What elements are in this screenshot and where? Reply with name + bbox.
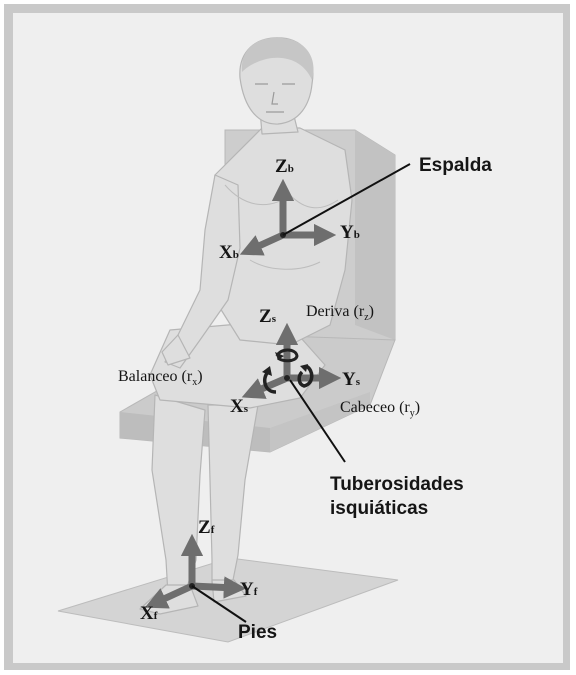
deriva-label: Deriva (rz) [306, 303, 374, 324]
axis-label-zs: Zs [259, 306, 276, 327]
cabeceo-label: Cabeceo (ry) [340, 399, 421, 420]
axis-label-zb: Zb [275, 156, 294, 177]
axis-label-yb: Yb [340, 222, 360, 243]
espalda-leader-line [282, 163, 411, 236]
pies-leader-line [191, 585, 247, 623]
pies-label: Pies [238, 622, 278, 643]
seat-axes [241, 322, 342, 399]
axis-label-yf: Yf [240, 579, 258, 600]
axis-label-xb: Xb [219, 242, 239, 263]
axis-label-xs: Xs [230, 396, 249, 417]
balanceo-label: Balanceo (rx) [118, 368, 203, 389]
espalda-label: Espalda [419, 155, 492, 176]
tuberosidades-label-line2: isquiáticas [330, 498, 429, 519]
back-axes [239, 178, 337, 256]
axis-label-zf: Zf [198, 517, 215, 538]
axis-label-ys: Ys [342, 369, 361, 390]
tuberosidades-leader-line [289, 379, 346, 463]
yaw-rotation-icon [275, 348, 299, 363]
person-body [139, 37, 353, 615]
tuberosidades-label-line1: Tuberosidades [330, 474, 464, 495]
pitch-rotation-icon [297, 364, 314, 388]
axis-label-xf: Xf [140, 603, 158, 624]
